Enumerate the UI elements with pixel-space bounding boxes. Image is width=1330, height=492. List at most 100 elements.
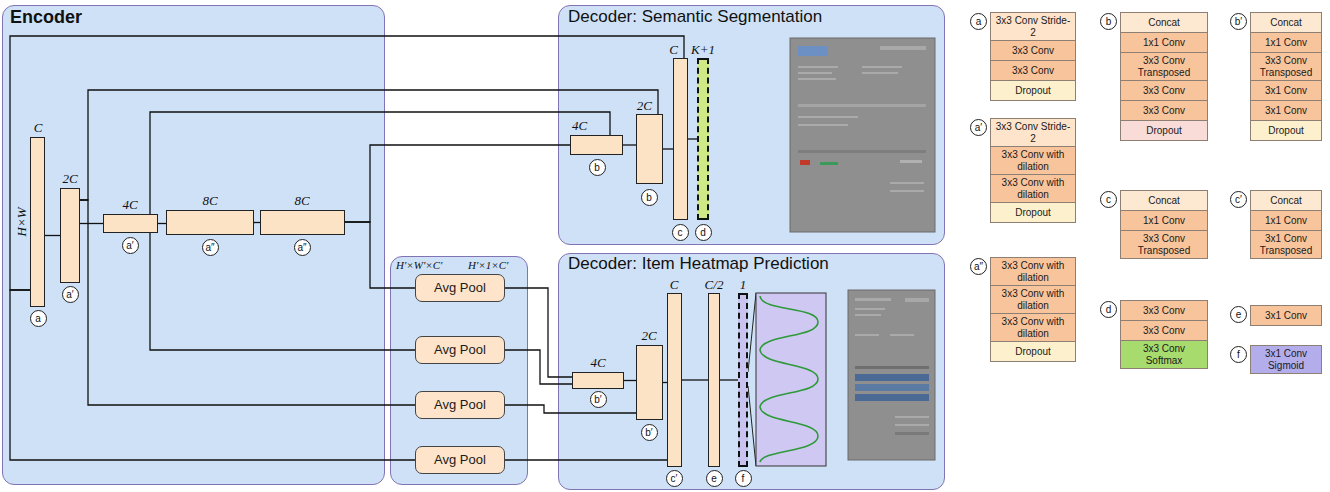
heatmap-plot (756, 293, 826, 466)
layer-box: 3x3 Conv (990, 60, 1076, 81)
channel-label: 2C (641, 329, 656, 343)
item-region (855, 374, 929, 381)
layer-box: 1x1 Conv (1120, 210, 1208, 231)
skip-connection (345, 145, 570, 222)
skip-connection (10, 290, 415, 460)
layer-box: Dropout (990, 80, 1076, 101)
op-callout: a′ (62, 286, 79, 303)
op-name: 3x3 Conv (1012, 65, 1054, 77)
zoom-line (748, 386, 756, 466)
op-name: 3x3 Conv (1143, 325, 1185, 337)
item-region (800, 160, 810, 165)
op-callout: b′ (590, 391, 607, 408)
text-region (862, 72, 898, 74)
feature-map: 4Cb (570, 135, 623, 155)
item-region (855, 394, 929, 401)
layer-box: Dropout (990, 341, 1076, 362)
layer-box: 3x1 Conv Transposed (1250, 230, 1322, 259)
text-region (855, 334, 879, 336)
skip-connection (505, 459, 667, 460)
text-region (798, 116, 858, 118)
layer-box: Concat (1250, 12, 1322, 33)
op-callout: a″ (970, 258, 987, 275)
channel-label: C (669, 43, 678, 57)
zoom-line (748, 293, 756, 372)
layer-box: 1x1 Conv (1250, 210, 1322, 231)
op-name: Avg Pool (434, 281, 486, 296)
layer-box: 3x3 Conv (990, 40, 1076, 61)
feature-map: CH×Wa (30, 137, 45, 307)
layer-box: 3x3 Conv with dilation (990, 257, 1076, 286)
op-name: Dropout (1015, 85, 1051, 97)
skip-connection (80, 200, 415, 405)
skip-connection (688, 138, 697, 139)
text-region (798, 72, 832, 74)
op-name: 1x1 Conv (1265, 215, 1307, 227)
op-callout: c (1100, 191, 1117, 208)
text-region (798, 124, 848, 126)
channel-label: C/2 (705, 278, 724, 292)
feature-map: Cc (673, 58, 688, 220)
feature-map: C/2e (708, 293, 720, 467)
logo-region (798, 46, 828, 56)
feature-map: 8Ca″ (260, 210, 345, 235)
skip-connection (45, 235, 60, 236)
feature-map: 2Cb (636, 114, 663, 184)
channel-label: 4C (572, 119, 587, 133)
op-name: 3x1 Conv (1265, 105, 1307, 117)
panel-title: H′×W′×C′ (396, 259, 443, 271)
op-name: Concat (1148, 17, 1180, 29)
layer-box: Dropout (1120, 120, 1208, 141)
op-callout: c′ (666, 470, 683, 487)
op-name: 3x3 Conv with dilation (994, 316, 1072, 339)
skip-connection (345, 222, 415, 288)
channel-label: 4C (590, 356, 605, 370)
pool-box: Avg Pool (415, 274, 505, 302)
connectors (10, 36, 738, 460)
layer-box: 3x3 Conv with dilation (990, 146, 1076, 175)
layer-box: 3x3 Conv Transposed (1120, 230, 1208, 259)
op-name: Avg Pool (434, 343, 486, 358)
channel-label: K+1 (691, 43, 715, 57)
text-region (890, 182, 924, 184)
text-region (855, 314, 881, 316)
op-callout: a′ (970, 119, 987, 136)
layer-box: Concat (1120, 190, 1208, 211)
op-callout: b (1100, 13, 1117, 30)
skip-connection (663, 382, 667, 383)
skip-connection (624, 380, 636, 381)
layer-box: Concat (1250, 190, 1322, 211)
op-name: 3x3 Conv Transposed (1254, 55, 1318, 78)
table-region (798, 150, 926, 153)
layer-box: 3x3 Conv Stride-2 (990, 118, 1076, 147)
layer-box: 3x3 Conv Softmax (1120, 340, 1208, 369)
op-name: 1x1 Conv (1143, 215, 1185, 227)
op-name: 3x3 Conv Softmax (1124, 343, 1204, 366)
op-callout: f (1230, 346, 1247, 363)
skip-connection (505, 405, 636, 413)
op-callout: a (970, 13, 987, 30)
gaussian-curve (760, 296, 818, 462)
document-image (790, 38, 935, 232)
illustrations (748, 38, 935, 466)
text-region (895, 424, 929, 426)
skip-connection (505, 288, 572, 377)
text-region (862, 66, 902, 68)
channel-label: 8C (202, 194, 217, 208)
layer-box: 1x1 Conv (1120, 32, 1208, 53)
op-name: 3x3 Conv Transposed (1124, 233, 1204, 256)
op-callout: b (641, 189, 658, 206)
skip-connection (254, 222, 260, 223)
panel-title: Decoder: Item Heatmap Prediction (568, 255, 829, 274)
op-callout: f (735, 470, 752, 487)
op-name: 3x3 Conv Stride-2 (994, 15, 1072, 38)
layer-box: 3x1 Conv (1250, 80, 1322, 101)
channel-label: 1 (740, 278, 747, 292)
output-map: K+1d (697, 58, 709, 220)
text-region (855, 308, 885, 310)
channel-label: C (670, 278, 679, 292)
skip-connection (682, 379, 708, 380)
skip-connection (623, 144, 636, 145)
layer-box: Concat (1120, 12, 1208, 33)
op-callout: c (672, 224, 689, 241)
